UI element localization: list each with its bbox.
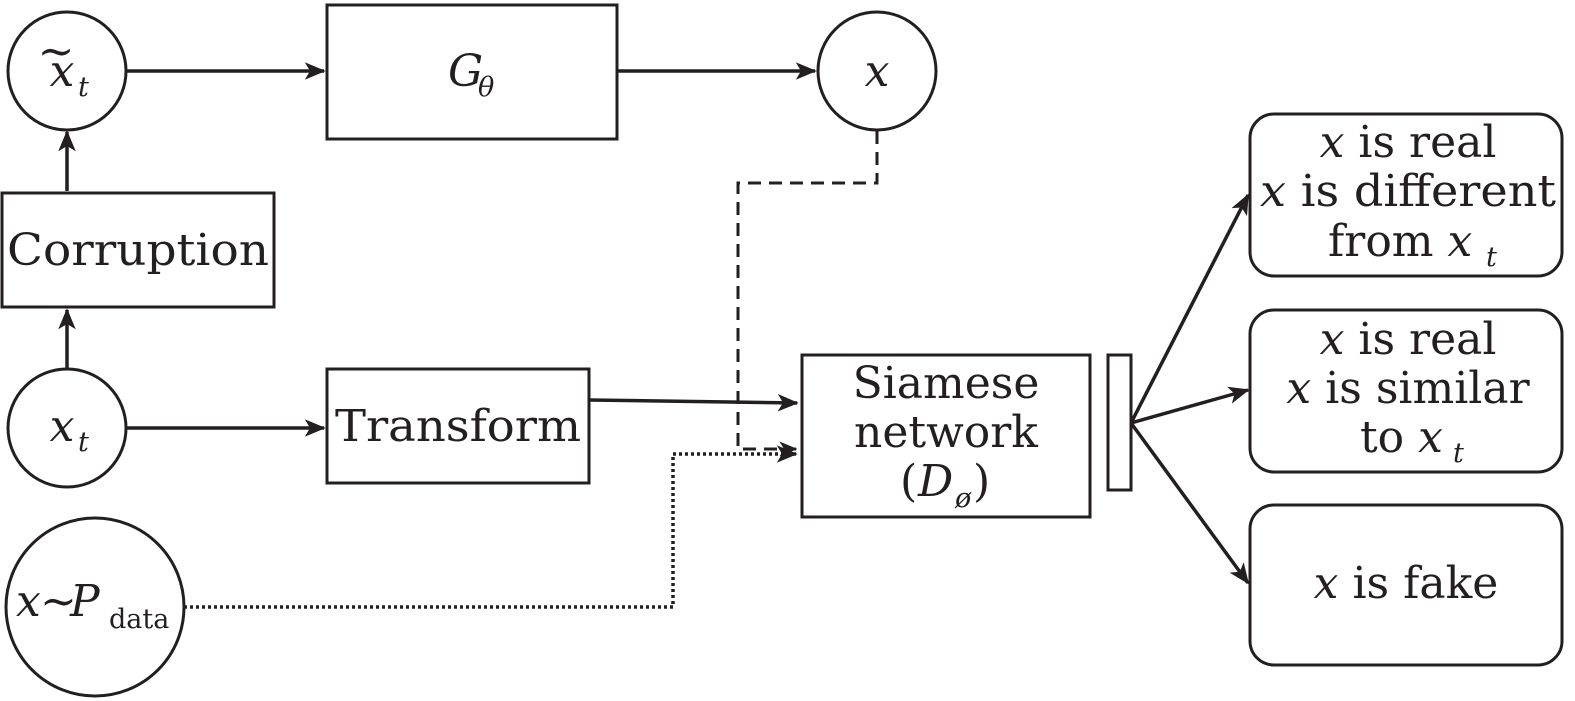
node-transform-label: Transform: [335, 401, 581, 452]
output-real-similar-box: [1248, 308, 1564, 474]
output-real-similar-line2: x is similar: [1286, 363, 1530, 414]
output-real-different-line3-sub: t: [1486, 242, 1497, 273]
output-fake-line1: x is fake: [1314, 558, 1499, 609]
node-x-t-symbol: x: [50, 401, 75, 452]
feature-vector-bar: [1106, 353, 1133, 492]
output-fake-box: [1248, 503, 1564, 667]
node-x-tilde-t-subscript: t: [78, 72, 89, 103]
node-x-tilde-t: ~ x t: [6, 10, 128, 132]
node-generator-symbol: G: [448, 46, 483, 97]
node-x-t: x t: [6, 367, 128, 489]
output-real-similar: x is real x is similar to x t: [1248, 308, 1564, 474]
edge-x-to-siamese-dashed: [736, 131, 879, 457]
node-data-sample-x: x: [16, 576, 41, 627]
edge-data-to-siamese-dotted: [184, 445, 798, 609]
node-data-sample-p: P: [69, 576, 101, 627]
node-data-sample-tilde: ~: [40, 576, 77, 627]
node-transform-box: [325, 367, 591, 485]
edge-transform-to-siamese: [588, 393, 799, 412]
node-corruption-box: [0, 191, 276, 309]
output-real-similar-line1: x is real: [1320, 314, 1497, 365]
node-x-tilde-t-circle: [6, 10, 128, 132]
node-x-t-circle: [6, 367, 128, 489]
node-siamese-symbol: D: [917, 456, 953, 507]
node-corruption-label: Corruption: [7, 225, 269, 276]
node-corruption: Corruption: [0, 191, 276, 309]
node-siamese-subscript: ø: [954, 483, 972, 514]
edge-to-output-similar: [1130, 386, 1250, 425]
output-real-different-line3: from x: [1328, 216, 1473, 267]
output-real-different-line2: x is different: [1260, 166, 1556, 217]
output-real-different-box: [1248, 112, 1564, 278]
node-siamese-open-paren: (: [900, 456, 917, 507]
node-x-output: x: [816, 10, 938, 132]
node-x-tilde-t-accent: ~: [38, 26, 75, 77]
node-data-sample: x ~ P data: [4, 516, 186, 698]
edges: [58, 62, 1250, 609]
node-siamese-line2: network: [854, 407, 1038, 458]
node-generator: G θ: [325, 3, 619, 141]
output-real-different-line1: x is real: [1320, 117, 1497, 168]
node-data-sample-circle: [4, 516, 186, 698]
node-siamese-network: Siamese network ( D ø ): [800, 353, 1092, 519]
output-fake: x is fake: [1248, 503, 1564, 667]
node-generator-box: [325, 3, 619, 141]
node-siamese-box: [800, 353, 1092, 519]
node-generator-subscript: θ: [478, 72, 494, 103]
node-data-sample-subscript: data: [109, 604, 169, 635]
edge-to-output-different: [1129, 193, 1250, 424]
node-x-t-subscript: t: [78, 427, 89, 458]
node-siamese-line1: Siamese: [853, 358, 1040, 409]
edge-to-output-fake: [1129, 421, 1250, 585]
node-siamese-close-paren: ): [973, 456, 990, 507]
output-real-similar-line3-sub: t: [1453, 438, 1464, 469]
node-x-tilde-t-symbol: x: [50, 46, 75, 97]
node-x-output-circle: [816, 10, 938, 132]
output-real-different: x is real x is different from x t: [1248, 112, 1564, 278]
node-transform: Transform: [325, 367, 591, 485]
output-real-similar-line3: to x: [1360, 412, 1443, 463]
node-x-output-symbol: x: [865, 46, 890, 97]
